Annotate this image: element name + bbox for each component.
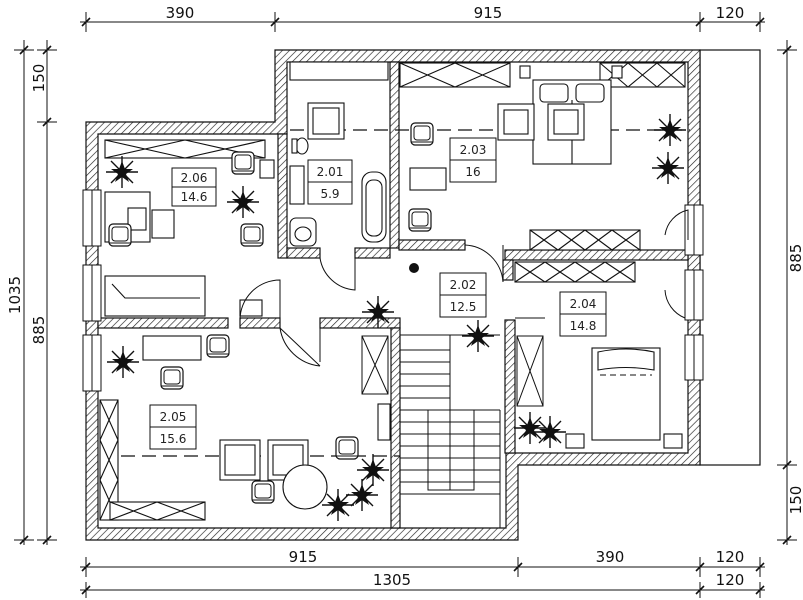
room-area: 15.6 <box>160 432 187 446</box>
plant-icon <box>653 113 687 147</box>
room-area: 16 <box>465 165 480 179</box>
dim-bottom-inner-1: 915 <box>289 548 318 566</box>
room-2-04-label: 2.04 14.8 <box>559 291 607 337</box>
room-number: 2.05 <box>160 410 187 424</box>
armchair-icon <box>240 223 264 247</box>
plant-icon <box>226 185 260 219</box>
dim-bottom-inner-3: 120 <box>716 548 745 566</box>
plant-icon <box>513 411 547 445</box>
dim-bottom-outer-2: 120 <box>716 571 745 589</box>
lamp-icon <box>409 263 419 273</box>
dimension-labels: 390 915 120 915 390 120 1305 120 150 103… <box>6 4 803 589</box>
armchair-icon <box>251 480 275 504</box>
balcony <box>699 49 761 466</box>
dim-left-3: 885 <box>30 316 48 345</box>
dim-top-3: 120 <box>716 4 745 22</box>
room-2-06-label: 2.06 14.6 <box>171 167 217 207</box>
room-area: 12.5 <box>450 300 477 314</box>
plant-icon <box>105 155 139 189</box>
room-2-05-furniture <box>99 335 391 521</box>
dim-top-1: 390 <box>166 4 195 22</box>
plant-icon <box>533 415 567 449</box>
dim-left-2: 1035 <box>6 276 24 314</box>
room-number: 2.03 <box>460 143 487 157</box>
room-number: 2.01 <box>317 165 344 179</box>
chair-icon <box>108 223 132 247</box>
armchair-icon <box>335 436 359 460</box>
room-area: 5.9 <box>320 187 339 201</box>
staircase <box>361 334 544 528</box>
plant-icon <box>461 319 495 353</box>
plant-icon <box>106 345 140 379</box>
room-number: 2.04 <box>570 297 597 311</box>
room-2-04-furniture <box>514 261 683 449</box>
room-area: 14.8 <box>570 319 597 333</box>
plant-icon <box>321 488 355 522</box>
chair-icon <box>206 334 230 358</box>
dim-left-1: 150 <box>30 64 48 93</box>
room-2-03-furniture <box>399 62 686 251</box>
armchair-icon <box>410 122 434 146</box>
doors <box>239 209 689 367</box>
dim-right-2: 150 <box>787 486 803 515</box>
room-2-01-furniture <box>289 61 389 247</box>
windows <box>82 189 704 392</box>
armchair-icon <box>408 208 432 232</box>
armchair-icon <box>231 151 255 175</box>
dim-bottom-inner-2: 390 <box>596 548 625 566</box>
room-2-03-label: 2.03 16 <box>449 137 497 183</box>
plant-icon <box>651 151 685 185</box>
dim-bottom-outer-1: 1305 <box>373 571 411 589</box>
room-area: 14.6 <box>181 190 208 204</box>
room-number: 2.02 <box>450 278 477 292</box>
dim-right-1: 885 <box>787 244 803 273</box>
dimension-lines <box>14 12 797 598</box>
room-2-01-label: 2.01 5.9 <box>307 159 353 205</box>
room-2-05-label: 2.05 15.6 <box>149 404 197 450</box>
dim-top-2: 915 <box>474 4 503 22</box>
chair-icon <box>160 366 184 390</box>
room-number: 2.06 <box>181 171 208 185</box>
room-2-02-label: 2.02 12.5 <box>439 272 487 318</box>
